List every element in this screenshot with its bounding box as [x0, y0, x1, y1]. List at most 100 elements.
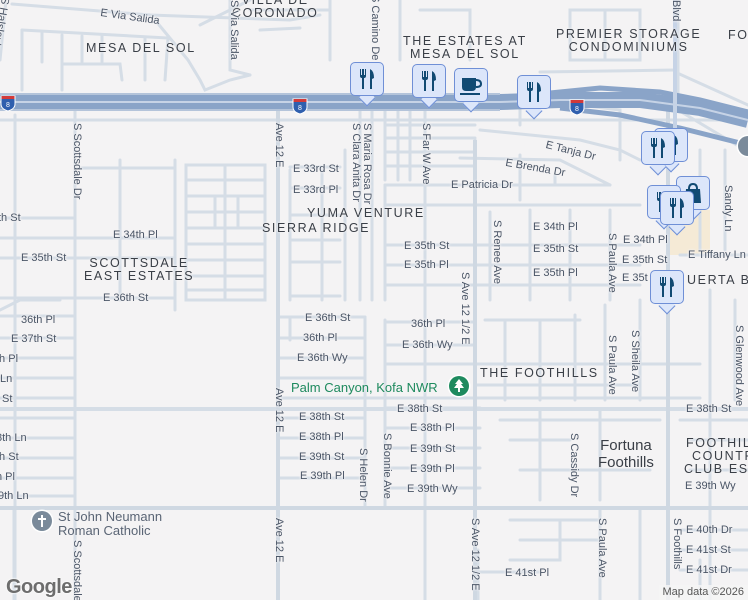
street-label: E 35th St	[404, 240, 450, 252]
street-label: E 39th St	[299, 451, 345, 463]
street-label: Ave 12 E	[273, 123, 285, 168]
street-label: E 39th Wy	[685, 480, 736, 492]
street-label: E 38th St	[686, 403, 732, 415]
restaurant-pin[interactable]	[350, 62, 386, 107]
street-label: E 36th Wy	[297, 352, 348, 364]
street-label: E 38th St	[397, 403, 443, 415]
street-label: E Patricia Dr	[451, 179, 513, 191]
street-label: E 35th St	[622, 254, 668, 266]
street-label: S Far W Ave	[420, 123, 432, 185]
street-label: S Helen Dr	[357, 448, 369, 502]
area-label-yuma-venture: YUMA VENTURE	[307, 206, 425, 220]
street-label: E 36th St	[103, 292, 149, 304]
svg-text:8: 8	[298, 105, 302, 112]
street-label: E 41st St	[686, 544, 731, 556]
fork-knife-icon	[670, 198, 684, 218]
street-label: 36th Pl	[411, 318, 446, 330]
street-label: S Sheila Ave	[629, 330, 641, 393]
fork-knife-icon	[651, 138, 665, 158]
street-label: E 35th St	[21, 252, 67, 264]
street-label: E 38th Pl	[299, 431, 344, 443]
area-label-foothills-country-club: FOOTHILL COUNTR CLUB ESTA	[684, 436, 748, 477]
interstate-8-shield-icon: 8	[292, 97, 308, 115]
street-label: E 34th Pl	[623, 234, 668, 246]
street-label: E 39th Pl	[300, 470, 345, 482]
street-label: E 35th Pl	[404, 259, 449, 271]
street-label: E 38th St	[299, 411, 345, 423]
street-label: S Foothills	[671, 518, 683, 570]
poi-partial-icon[interactable]	[738, 136, 748, 156]
park-tree-icon[interactable]	[449, 376, 469, 396]
google-logo[interactable]: Google	[6, 576, 72, 598]
street-label: E 36th Wy	[402, 339, 453, 351]
area-label-the-foothills: THE FOOTHILLS	[480, 366, 599, 380]
street-label: Ln	[0, 373, 13, 385]
street-label: h Pl	[0, 471, 15, 483]
poi-label-palm-canyon[interactable]: Palm Canyon, Kofa NWR	[291, 380, 438, 395]
street-label: Ave 12 E	[273, 388, 285, 433]
area-label-mesa-del-sol: MESA DEL SOL	[86, 41, 196, 55]
svg-text:8: 8	[6, 102, 10, 109]
area-label-premier-storage: PREMIER STORAGE CONDOMINIUMS	[556, 27, 702, 55]
street-label: E 34th Pl	[533, 221, 578, 233]
street-label: E 35th Pl	[533, 267, 578, 279]
restaurant-pin[interactable]	[641, 131, 677, 176]
area-label-sierra-ridge: SIERRA RIDGE	[262, 221, 371, 235]
street-label: E 39th Wy	[407, 483, 458, 495]
street-label: S Clara Anita Dr	[350, 123, 362, 202]
street-label: S Via Salida	[228, 0, 240, 60]
street-label: 36th Pl	[303, 332, 338, 344]
fork-knife-icon	[527, 82, 541, 102]
street-label: E 36th St	[305, 312, 351, 324]
street-label: S Paula Ave	[606, 335, 618, 395]
map-attribution[interactable]: Map data ©2026	[658, 585, 748, 600]
fork-knife-icon	[660, 277, 674, 297]
street-label: S Paula Ave	[606, 233, 618, 293]
street-label: E 34th Pl	[113, 229, 158, 241]
street-label: S Cassidy Dr	[568, 433, 580, 498]
street-label: E 37th St	[11, 333, 57, 345]
area-label-estates-mesa-del-sol: THE ESTATES AT MESA DEL SOL	[403, 34, 527, 62]
street-label: Sandy Ln	[722, 185, 734, 232]
area-label-scottsdale-east-estates: SCOTTSDALE EAST ESTATES	[84, 256, 195, 284]
street-label: E 41st Pl	[505, 567, 550, 579]
street-label: 36th Pl	[21, 314, 56, 326]
street-label: E 33rd Pl	[293, 184, 339, 196]
street-label: E 35th St	[533, 243, 579, 255]
cafe-pin[interactable]	[454, 68, 490, 113]
street-label: E Tiffany Ln	[688, 249, 746, 261]
interstate-8-shield-icon: 8	[569, 98, 585, 116]
street-label: S Glenwood Ave	[733, 325, 745, 407]
street-label: S Ave 12 1/2 E	[459, 272, 471, 345]
street-label: th St	[0, 212, 21, 224]
street-label: 9th Ln	[0, 490, 29, 502]
svg-text:8: 8	[575, 106, 579, 113]
street-label: th St	[0, 451, 19, 463]
restaurant-pin[interactable]	[517, 75, 553, 120]
street-label: S Maria Rosa Dr	[361, 123, 373, 205]
church-cross-icon[interactable]	[32, 511, 52, 531]
street-label: E 35t	[622, 272, 648, 284]
restaurant-pin[interactable]	[650, 270, 686, 315]
area-label-fo-partial: FO	[728, 28, 748, 42]
street-label: 8th Ln	[0, 432, 27, 444]
coffee-cup-icon	[460, 78, 483, 95]
street-label: E 33rd St	[293, 163, 339, 175]
street-label: S Renee Ave	[491, 220, 503, 285]
restaurant-pin[interactable]	[412, 64, 448, 109]
street-label: th Pl	[0, 353, 19, 365]
fork-knife-icon	[360, 69, 374, 89]
street-label: E 40th Dr	[686, 524, 733, 536]
interstate-8-shield-icon: 8	[0, 94, 16, 112]
street-label: Blvd	[670, 0, 682, 22]
poi-label-st-john-neumann[interactable]: St John Neumann Roman Catholic	[58, 509, 163, 538]
restaurant-pin[interactable]	[660, 191, 696, 236]
street-label: St	[2, 393, 13, 405]
street-label: S Ave 12 1/2 E	[469, 518, 481, 591]
street-label: S Scottsdale	[71, 540, 83, 600]
street-label: S Scottsdale Dr	[71, 123, 83, 200]
street-label: S Bonnie Ave	[381, 433, 393, 499]
area-label-huerta-partial: UERTA B	[687, 273, 748, 287]
